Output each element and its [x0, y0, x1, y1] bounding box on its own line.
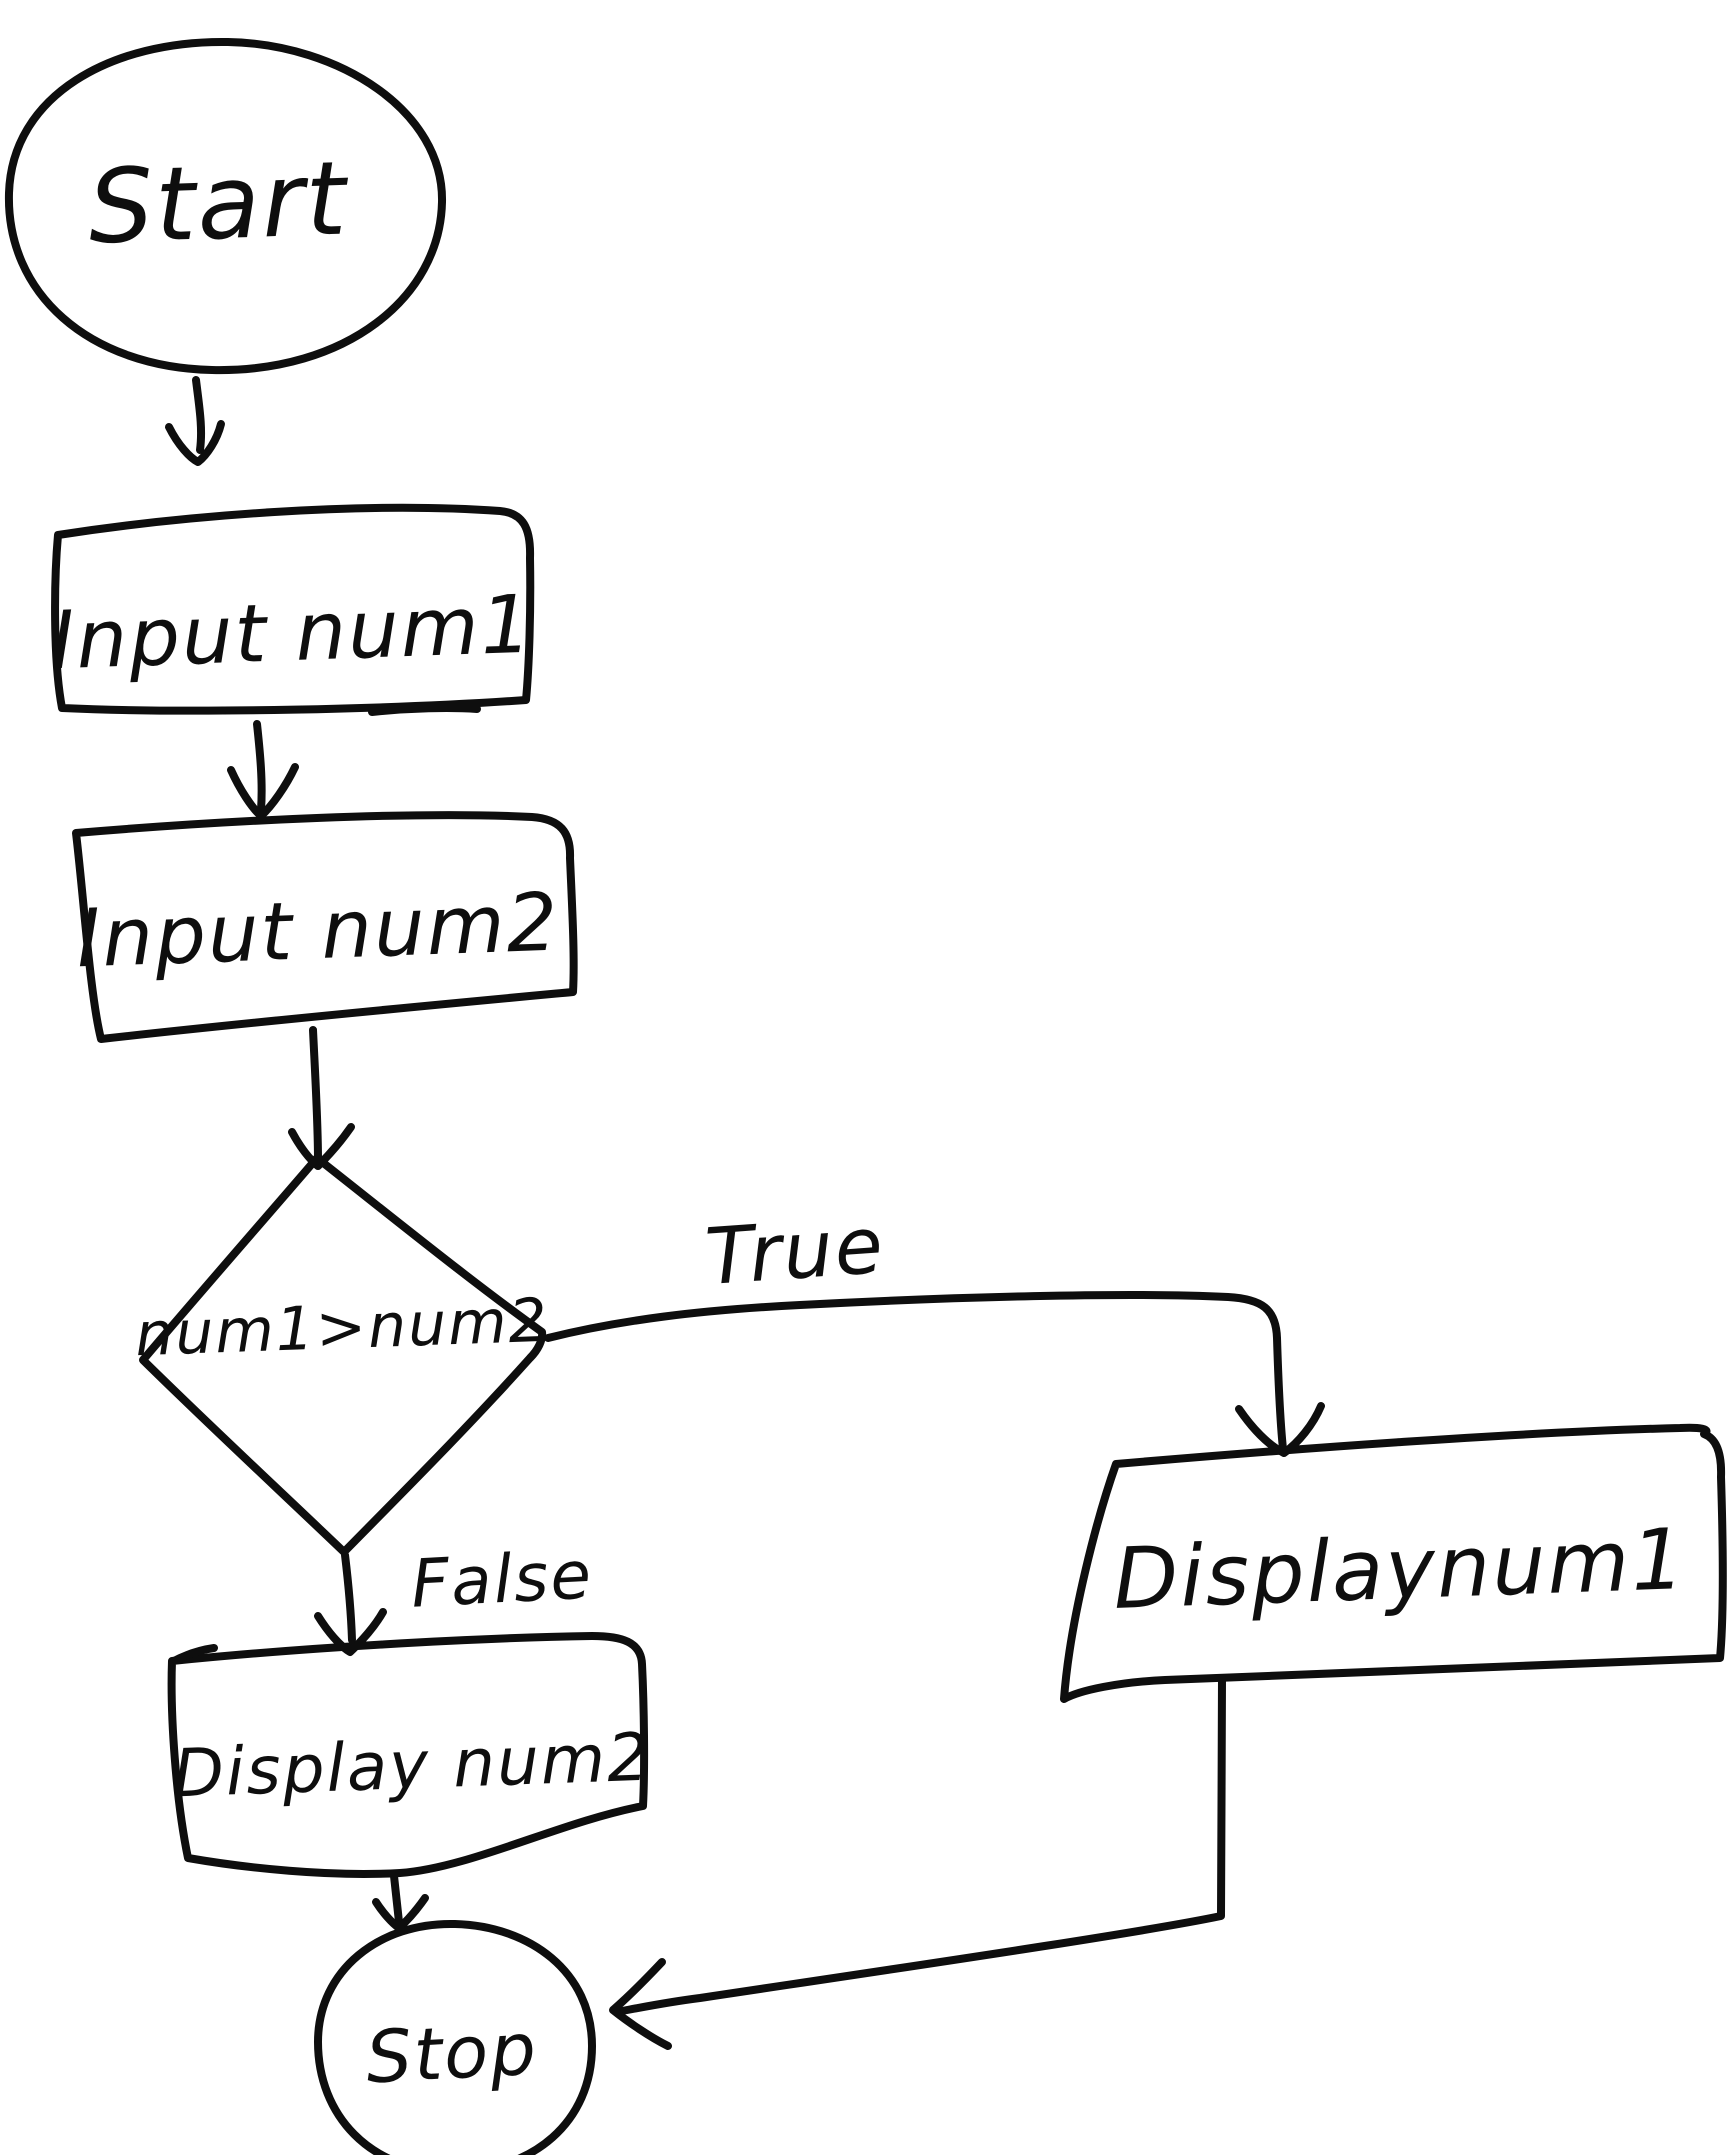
display-num1-to-stop-arrowhead — [609, 1958, 672, 2050]
arrow-input2-to-decision-head — [288, 1123, 355, 1170]
display-num1-to-stop-edge — [618, 1674, 1226, 2015]
false-branch-label: False — [409, 1536, 595, 1622]
input-num1-label: Input num1 — [49, 578, 535, 688]
stop-circle — [314, 1919, 596, 2155]
true-branch-label: True — [703, 1201, 888, 1303]
false-edge-shaft — [341, 1551, 356, 1644]
input-num2-label: Input num2 — [75, 876, 561, 986]
input-num2-box — [72, 811, 578, 1043]
display-num2-to-stop-shaft — [390, 1872, 403, 1926]
decision-label: num1>num2 — [134, 1286, 550, 1370]
arrow-input1-to-input2-head — [227, 763, 299, 820]
display-num2-box-corner-tick — [168, 1644, 218, 1666]
input-num1-box-understroke — [368, 704, 481, 716]
display-num1-box — [1060, 1423, 1727, 1703]
true-edge — [544, 1291, 1287, 1453]
input-num1-box — [51, 503, 535, 715]
arrow-input2-to-decision-shaft — [309, 1026, 322, 1164]
decision-diamond — [139, 1154, 547, 1556]
arrow-start-to-input1-shaft — [192, 376, 206, 454]
display-num1-label: Displaynum1 — [1112, 1510, 1688, 1628]
start-label: Start — [87, 139, 352, 267]
start-ellipse — [4, 37, 447, 375]
display-num2-box — [167, 1632, 649, 1878]
stop-label: Stop — [364, 2007, 540, 2100]
false-edge-arrowhead — [314, 1608, 387, 1656]
display-num2-label: Display num2 — [172, 1719, 653, 1813]
arrow-input1-to-input2-shaft — [253, 720, 266, 814]
arrow-start-to-input1-head — [165, 420, 225, 466]
display-num2-to-stop-arrowhead — [372, 1894, 429, 1932]
